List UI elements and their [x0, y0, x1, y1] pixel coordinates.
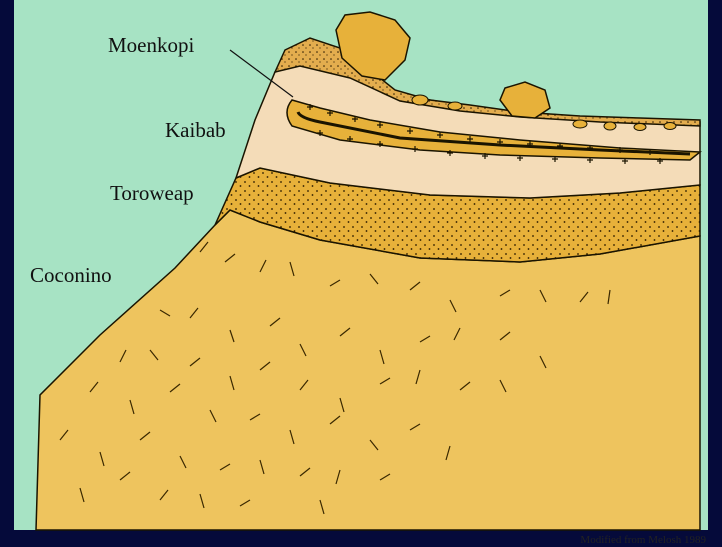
label-toroweap: Toroweap: [110, 181, 194, 205]
credit-text: Modified from Melosh 1989: [580, 534, 706, 546]
label-moenkopi: Moenkopi: [108, 33, 194, 57]
label-kaibab: Kaibab: [165, 118, 226, 142]
label-coconino: Coconino: [30, 263, 112, 287]
